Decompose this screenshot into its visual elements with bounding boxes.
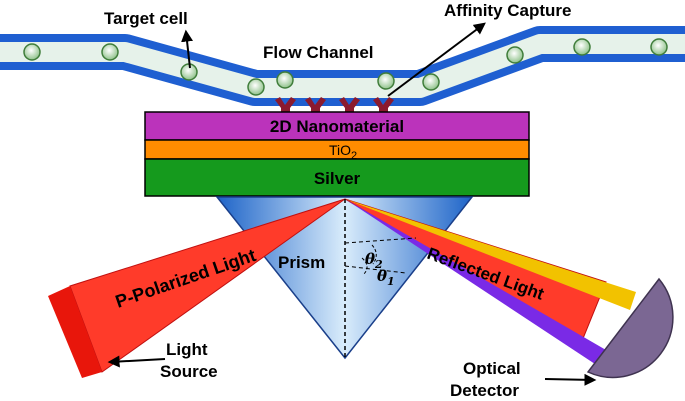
theta-symbol: θ [377,267,387,285]
angle-arc-theta1 [361,257,368,275]
layer-stack [144,111,530,197]
target-cell [247,78,265,96]
angle-arc-theta2 [371,244,377,265]
light-source [48,286,102,378]
target-cell [573,38,591,56]
light-source-label-line1: Light [166,340,208,359]
nanomaterial-label: 2D Nanomaterial [270,117,404,136]
target-cell [650,38,668,56]
target-cell-label: Target cell [104,9,188,28]
angle-guides [344,199,417,358]
optical-detector-arrow [544,373,597,386]
tio2-subscript: 2 [351,150,357,162]
angle-line-theta1 [344,265,407,274]
target-cell [276,71,294,89]
optical-detector-label-line2: Detector [450,381,519,400]
nanomaterial-layer [144,111,530,141]
prism-label: Prism [278,253,325,272]
optical-detector [586,277,674,379]
theta1-label: θ1 [377,267,395,288]
affinity-capture-label: Affinity Capture [444,1,572,20]
annotation-arrows [107,22,597,386]
target-cell [506,46,524,64]
optical-detector-label-line1: Optical [463,359,521,378]
affinity-capture-antibodies [275,97,394,113]
theta1-subscript: 1 [387,275,395,288]
target-cell [23,43,41,61]
target-cell [422,73,440,91]
light-source-label-line2: Source [160,362,218,381]
target-cell [101,43,119,61]
angle-line-theta2 [344,237,417,244]
affinity-capture-arrow [387,22,486,97]
theta-symbol: θ [365,250,375,268]
silver-layer [144,158,530,197]
antibody-icon [275,97,296,113]
flow-channel-label: Flow Channel [263,43,374,62]
light-source-arrow [107,355,166,368]
silver-label: Silver [314,169,361,188]
tio2-label: TiO2 [329,142,357,162]
yellow-ray [345,199,636,310]
antibody-icon [373,97,394,113]
theta2-label: θ2 [365,250,383,271]
antibody-icon [305,97,326,113]
antibody-icon [339,97,360,113]
theta2-subscript: 2 [374,258,383,271]
target-cell-arrow [181,29,194,69]
target-cell [377,72,395,90]
tio2-main: TiO [329,142,351,158]
violet-ray [345,199,606,366]
target-cells [23,38,668,96]
